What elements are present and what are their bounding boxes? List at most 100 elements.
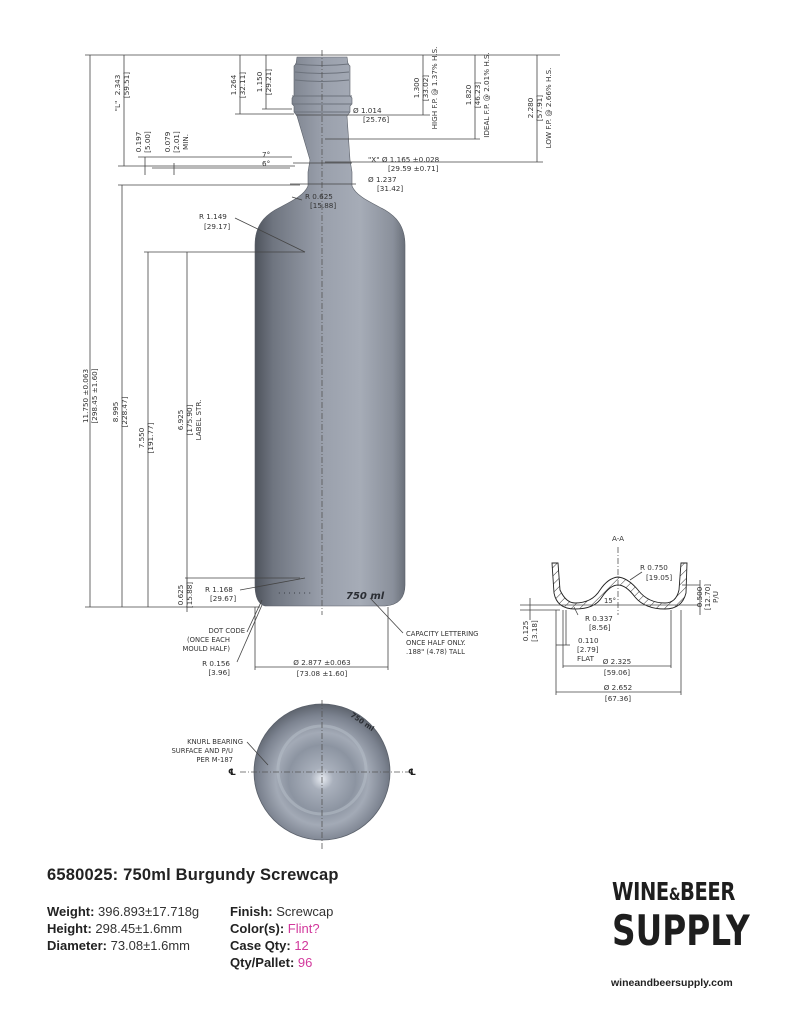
section-profile [551, 562, 688, 610]
spec-weight: Weight: 396.893±17.718g [47, 904, 200, 919]
low-fp-in: 2.280 [526, 97, 535, 118]
spec-case-qty: Case Qty: 12 [230, 938, 309, 953]
r-1168-mm: [29.67] [210, 594, 236, 603]
section-title: A-A [612, 534, 624, 543]
dim-0079-mm: [2.01] [172, 131, 181, 153]
logo-wine: WINE [612, 877, 669, 906]
knurl-note-2: SURFACE AND P/U [171, 747, 233, 755]
section-flat-mm: [2.79] [577, 645, 599, 654]
capacity-note-1: CAPACITY LETTERING [406, 630, 478, 638]
section-pu-in: 0.500 [695, 586, 704, 607]
r-0625-mm: [15.88] [310, 201, 336, 210]
dim-0197-mm: [5.00] [143, 131, 152, 153]
r-0156-mm: [3.96] [208, 668, 230, 677]
section-dia-2325-mm: [59.06] [604, 668, 630, 677]
logo-supply: SUPPLY [612, 906, 750, 955]
low-fp-mm: [57.91] [535, 95, 544, 121]
spec-qty-pallet: Qty/Pallet: 96 [230, 955, 313, 970]
r-0156-in: R 0.156 [202, 659, 230, 668]
l-dim-prefix: "L" [113, 101, 122, 112]
section-dia-2652-in: Ø 2.652 [604, 683, 633, 692]
section-a-a: A-A R 0.750 [19.05] 15° R 0.337 [8.56] 0… [520, 534, 720, 703]
centerline-symbol-left: ℄ [228, 768, 236, 778]
section-dia-2652-mm: [67.36] [605, 694, 631, 703]
dia-1014-mm: [25.76] [363, 115, 389, 124]
brand-logo: WINE&BEER SUPPLY [612, 878, 762, 953]
bottle-side-view: 750 ml · · · · · · · [254, 50, 406, 615]
label-str-in: 6.925 [176, 410, 185, 431]
neck-height-1264-in: 1.264 [229, 74, 238, 95]
technical-drawing: 750 ml · · · · · · · [81, 47, 720, 850]
ideal-fp-label: IDEAL F.P. @ 2.01% H.S. [482, 52, 491, 137]
section-angle-15: 15° [604, 597, 616, 605]
high-fp-label: HIGH F.P. @ 1.37% H.S. [430, 47, 439, 130]
dim-0079-note: MIN. [181, 134, 190, 150]
knurl-note-3: PER M-187 [196, 756, 233, 764]
knurl-note-1: KNURL BEARING [187, 738, 243, 746]
h-0625-in: 0.625 [176, 585, 185, 606]
section-h-0125-mm: [3.18] [530, 620, 539, 642]
high-fp-mm: [33.02] [421, 75, 430, 101]
dia-1237-mm: [31.42] [377, 184, 403, 193]
height-7550-mm: [191.77] [146, 422, 155, 453]
overall-height-mm: [298.45 ±1.60] [90, 368, 99, 423]
website-link[interactable]: wineandbeersupply.com [611, 977, 733, 989]
overall-height-in: 11.750 ±0.063 [81, 369, 90, 423]
h-0625-mm: [15.88] [185, 582, 194, 608]
angle-6: 6° [262, 159, 270, 168]
section-r-0750-mm: [19.05] [646, 573, 672, 582]
section-h-0125-in: 0.125 [521, 621, 530, 642]
section-flat-note: FLAT [577, 654, 595, 663]
capacity-note-3: .188" (4.78) TALL [406, 648, 465, 656]
dia-1237-in: Ø 1.237 [368, 175, 397, 184]
bottle-finish [254, 56, 406, 607]
height-8995-mm: [228.47] [120, 396, 129, 427]
l-dim-in: 2.343 [113, 75, 122, 96]
neck-height-1150-mm: [29.21] [264, 69, 273, 95]
label-str-mm: [175.90] [185, 404, 194, 435]
product-title: 6580025: 750ml Burgundy Screwcap [47, 866, 339, 884]
dot-code-note-2: (ONCE EACH [187, 636, 230, 644]
label-str-note: LABEL STR. [194, 400, 203, 441]
centerline-symbol-right: ℄ [408, 768, 416, 778]
capacity-mark: 750 ml [346, 591, 385, 602]
r-0625-in: R 0.625 [305, 192, 333, 201]
body-diameter-in: Ø 2.877 ±0.063 [293, 658, 350, 667]
section-dia-2325-in: Ø 2.325 [603, 657, 632, 666]
bottom-view: ℄ ℄ 750 ml KNURL BEARING SURFACE AND P/U… [171, 700, 416, 850]
l-dim-mm: [59.51] [122, 72, 131, 98]
high-fp-in: 1.300 [412, 77, 421, 98]
dot-code-note-1: DOT CODE [208, 627, 245, 635]
dia-1014-in: Ø 1.014 [353, 106, 382, 115]
height-7550-in: 7.550 [137, 427, 146, 448]
specs-left: Weight: 396.893±17.718g Height: 298.45±1… [47, 903, 199, 954]
angle-7: 7° [262, 150, 270, 159]
specs-right: Finish: Screwcap Color(s): Flint? Case Q… [230, 903, 333, 971]
dim-0079-in: 0.079 [163, 131, 172, 152]
capacity-note-2: ONCE HALF ONLY. [406, 639, 466, 647]
dimension-labels: 11.750 ±0.063 [298.45 ±1.60] 8.995 [228.… [81, 47, 553, 678]
ideal-fp-mm: [46.23] [473, 82, 482, 108]
ideal-fp-in: 1.820 [464, 84, 473, 105]
r-1149-in: R 1.149 [199, 212, 227, 221]
r-1168-in: R 1.168 [205, 585, 233, 594]
low-fp-label: LOW F.P. @ 2.66% H.S. [544, 68, 553, 149]
spec-colors: Color(s): Flint? [230, 921, 320, 936]
neck-height-1264-mm: [32.11] [238, 72, 247, 98]
logo-beer: BEER [680, 877, 735, 906]
dot-code-dots: · · · · · · · [278, 589, 311, 598]
x-dia-mm: [29.59 ±0.71] [388, 164, 439, 173]
section-r-0750-in: R 0.750 [640, 563, 668, 572]
spec-height: Height: 298.45±1.6mm [47, 921, 183, 936]
neck-height-1150-in: 1.150 [255, 71, 264, 92]
r-1149-mm: [29.17] [204, 222, 230, 231]
logo-ampersand: & [668, 885, 681, 905]
spec-finish: Finish: Screwcap [230, 904, 334, 919]
spec-diameter: Diameter: 73.08±1.6mm [47, 938, 190, 953]
section-pu-note: P/U [711, 591, 720, 603]
dim-0197-in: 0.197 [134, 132, 143, 153]
section-r-0337-mm: [8.56] [589, 623, 611, 632]
section-flat-in: 0.110 [578, 636, 599, 645]
height-8995-in: 8.995 [111, 402, 120, 423]
section-r-0337-in: R 0.337 [585, 614, 613, 623]
